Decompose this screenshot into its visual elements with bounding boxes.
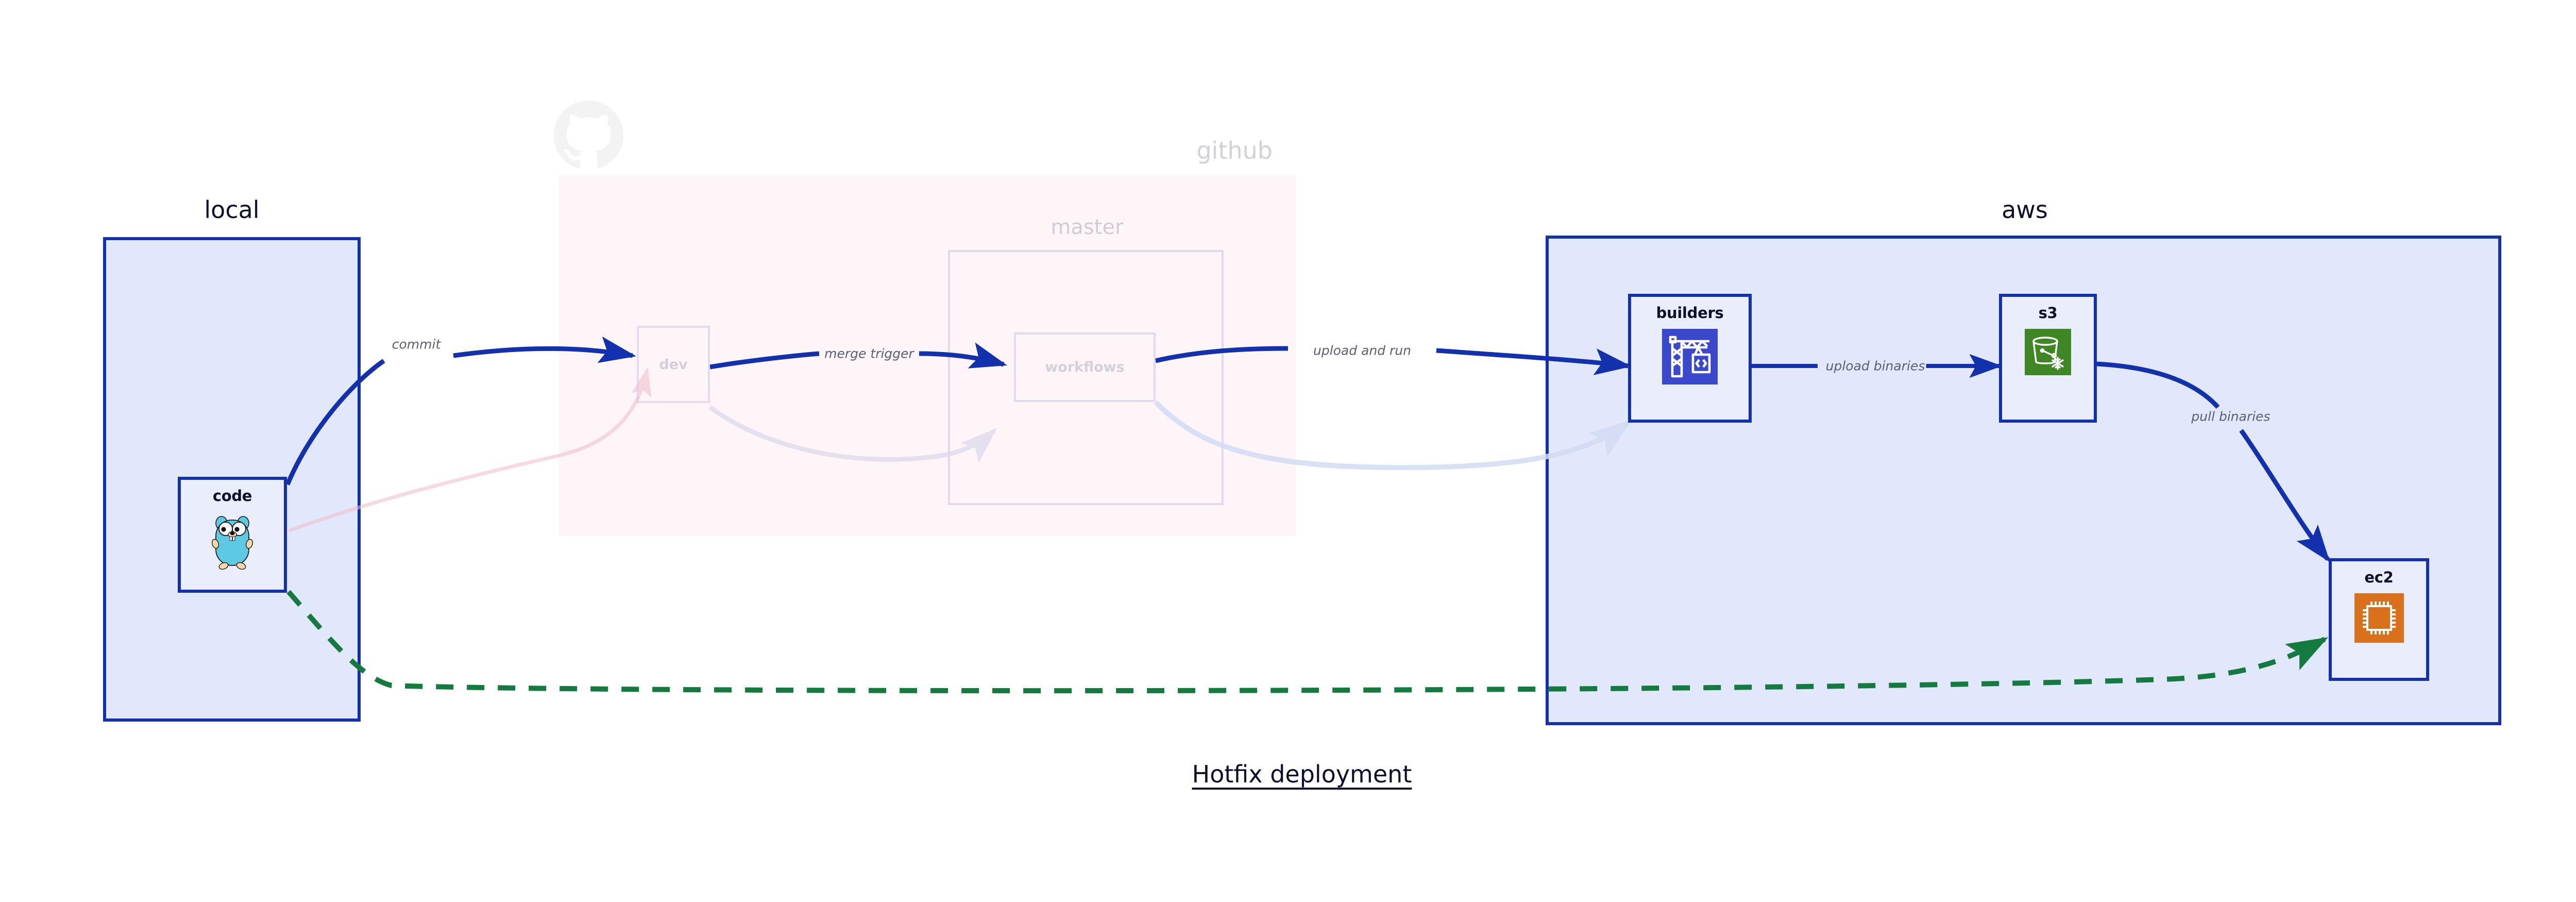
aws-codebuild-crane-icon [1662,329,1718,387]
node-builders[interactable]: builders [1628,294,1752,423]
cluster-title-github: github [1196,137,1273,164]
go-gopher-icon [209,512,256,572]
node-s3[interactable]: s3 [1999,294,2097,423]
node-builders-label: builders [1656,304,1724,322]
aws-s3-glacier-bucket-icon [2025,329,2071,377]
node-dev[interactable]: dev [637,326,710,403]
edge-label-pull-binaries: pull binaries [2190,409,2272,424]
node-ec2-label: ec2 [2364,569,2394,586]
cluster-master [948,250,1224,505]
edge-label-upload-and-run: upload and run [1312,343,1413,358]
cluster-title-local: local [204,196,260,224]
edge-label-upload-binaries: upload binaries [1824,358,1926,374]
node-code[interactable]: code [178,477,287,593]
github-mark-icon [554,101,623,170]
node-workflows[interactable]: workflows [1014,332,1156,402]
cluster-title-aws: aws [2002,196,2048,224]
node-dev-label: dev [659,356,688,373]
edge-label-commit: commit [391,337,442,352]
cluster-title-master: master [1050,215,1124,239]
aws-ec2-chip-icon [2354,593,2404,645]
node-s3-label: s3 [2038,304,2058,322]
diagram-title: Hotfix deployment [1192,760,1412,788]
node-code-label: code [212,487,252,505]
node-ec2[interactable]: ec2 [2329,558,2429,681]
node-workflows-label: workflows [1045,359,1125,375]
edge-label-merge-trigger: merge trigger [824,346,914,361]
